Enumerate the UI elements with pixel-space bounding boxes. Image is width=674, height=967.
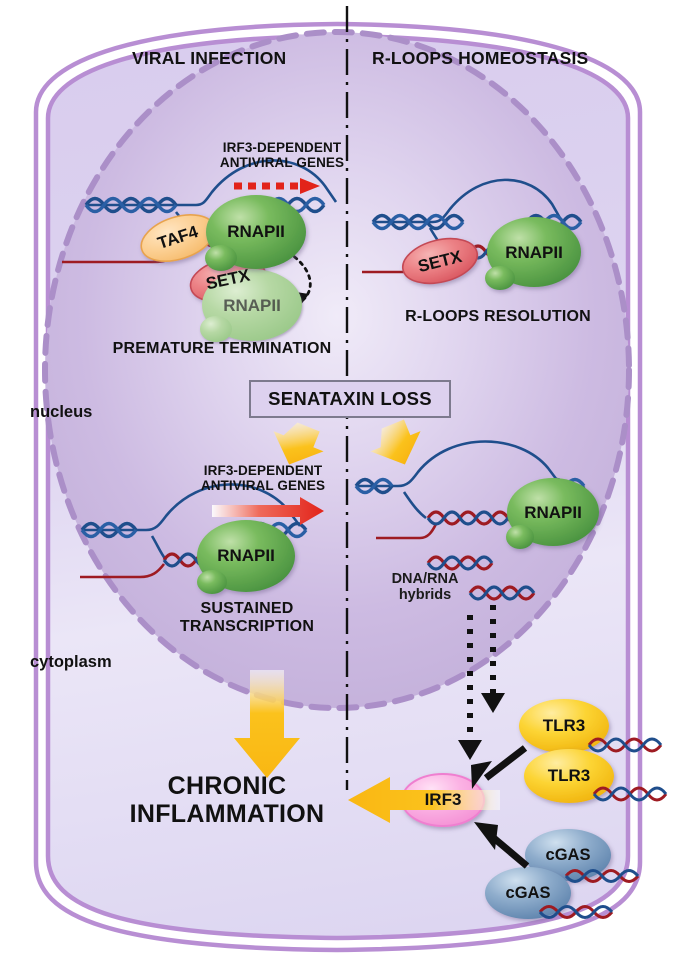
protein-rnapii-released xyxy=(200,269,302,342)
protein-rnapii xyxy=(205,195,306,271)
panel-bottom-right xyxy=(354,440,599,760)
arrow-down-right xyxy=(370,419,421,465)
arrow-down-left xyxy=(273,422,324,465)
export-arrow-dotted xyxy=(458,615,482,760)
protein-setx xyxy=(401,237,479,285)
arrow-to-inflammation xyxy=(348,777,500,823)
dsrna-strand xyxy=(592,786,668,802)
panel-bottom-left xyxy=(80,483,324,594)
panel-title-right: R-LOOPS HOMEOSTASIS xyxy=(372,48,589,68)
receptor-tlr3 xyxy=(519,699,609,753)
activation-arrow xyxy=(474,822,530,869)
protein-rnapii xyxy=(485,217,581,290)
caption-premature-termination: PREMATURE TERMINATION xyxy=(112,340,332,357)
receptor-tlr3 xyxy=(524,749,614,803)
dsrna-strand xyxy=(587,737,663,753)
protein-rnapii xyxy=(506,478,599,549)
free-hybrid xyxy=(468,585,536,601)
caption-rloops-resolution: R-LOOPS RESOLUTION xyxy=(405,308,591,325)
dsdna-strand xyxy=(538,905,614,919)
panel-top-right xyxy=(362,178,583,290)
senataxin-loss-group xyxy=(249,380,451,465)
activation-arrow xyxy=(471,745,528,789)
export-arrow-dotted xyxy=(481,605,505,713)
label-cytoplasm: cytoplasm xyxy=(30,653,112,671)
nucleus-envelope xyxy=(42,29,632,711)
dsdna-strand xyxy=(564,869,640,883)
gene-label-bottom-left: IRF3-DEPENDENT ANTIVIRAL GENES xyxy=(200,463,326,494)
cytoplasm-sensors xyxy=(348,699,668,919)
caption-sustained-transcription: SUSTAINED TRANSCRIPTION xyxy=(179,600,315,635)
panel-top-left xyxy=(62,159,338,342)
arrow-sustained-to-inflammation xyxy=(234,670,300,778)
transcription-arrow-solid xyxy=(212,497,324,525)
gene-label-top-left: IRF3-DEPENDENT ANTIVIRAL GENES xyxy=(219,140,345,171)
outcome-chronic-inflammation: CHRONIC INFLAMMATION xyxy=(129,772,325,828)
panel-title-left: VIRAL INFECTION xyxy=(132,48,287,68)
label-nucleus: nucleus xyxy=(30,403,93,421)
free-hybrid xyxy=(426,555,494,571)
protein-rnapii xyxy=(197,520,295,594)
sensor-cgas xyxy=(525,829,611,881)
dna-duplex xyxy=(84,196,178,214)
dna-duplex xyxy=(354,477,394,495)
label-dna-rna-hybrids: DNA/RNA hybrids xyxy=(391,571,459,604)
transcription-arrow-dotted xyxy=(234,178,320,194)
dna-duplex xyxy=(80,521,138,539)
dna-duplex xyxy=(371,213,465,231)
senataxin-loss-label: SENATAXIN LOSS xyxy=(268,388,432,409)
